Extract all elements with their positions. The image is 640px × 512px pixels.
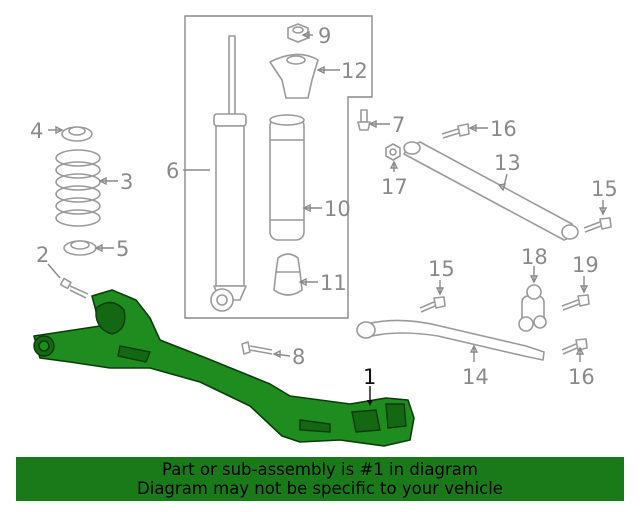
- callout-18: 18: [521, 245, 548, 269]
- callout-13: 13: [494, 151, 521, 175]
- trailing-link[interactable]: [356, 319, 545, 361]
- banner-line-1: Part or sub-assembly is #1 in diagram: [162, 460, 478, 479]
- callout-2: 2: [36, 243, 49, 267]
- banner-line-2: Diagram may not be specific to your vehi…: [137, 479, 503, 498]
- strut-assembly-frame: [184, 15, 373, 319]
- callout-5: 5: [116, 237, 129, 261]
- jounce-bumper[interactable]: [273, 253, 303, 296]
- callout-3: 3: [120, 170, 133, 194]
- callout-6: 6: [166, 159, 179, 183]
- lower-spring-seat[interactable]: [63, 240, 97, 256]
- bolt-8[interactable]: [241, 341, 273, 355]
- coil-spring[interactable]: [55, 149, 101, 227]
- top-nut[interactable]: [287, 23, 309, 43]
- callout-15-middle: 15: [428, 257, 455, 281]
- callout-4: 4: [30, 119, 43, 143]
- dust-boot[interactable]: [269, 114, 305, 241]
- callout-12: 12: [341, 59, 368, 83]
- info-banner: Part or sub-assembly is #1 in diagram Di…: [16, 457, 624, 501]
- callout-7: 7: [392, 113, 405, 137]
- shock-absorber[interactable]: [210, 35, 247, 312]
- callout-10: 10: [324, 197, 351, 221]
- bolt-19[interactable]: [561, 294, 590, 311]
- stabilizer-link[interactable]: [518, 284, 547, 332]
- upper-mount[interactable]: [269, 53, 319, 99]
- bolt-7[interactable]: [357, 109, 371, 131]
- callout-1: 1: [363, 365, 376, 389]
- bolt-15-middle[interactable]: [419, 296, 446, 313]
- callout-8: 8: [292, 345, 305, 369]
- bolt-2[interactable]: [59, 277, 89, 299]
- callout-17: 17: [381, 175, 408, 199]
- bolt-15-right[interactable]: [583, 217, 612, 233]
- callout-19: 19: [572, 253, 599, 277]
- rear-axle-beam[interactable]: [33, 289, 415, 447]
- lateral-link[interactable]: [403, 141, 579, 241]
- callout-11: 11: [320, 271, 347, 295]
- callout-14: 14: [462, 365, 489, 389]
- callout-16-lower: 16: [568, 365, 595, 389]
- nut-17[interactable]: [385, 143, 401, 161]
- bolt-16-lower[interactable]: [561, 338, 588, 355]
- bolt-16-upper[interactable]: [441, 123, 470, 139]
- upper-spring-seat[interactable]: [61, 126, 93, 142]
- callout-9: 9: [318, 24, 331, 48]
- callout-15-right: 15: [591, 177, 618, 201]
- callout-16-upper: 16: [490, 117, 517, 141]
